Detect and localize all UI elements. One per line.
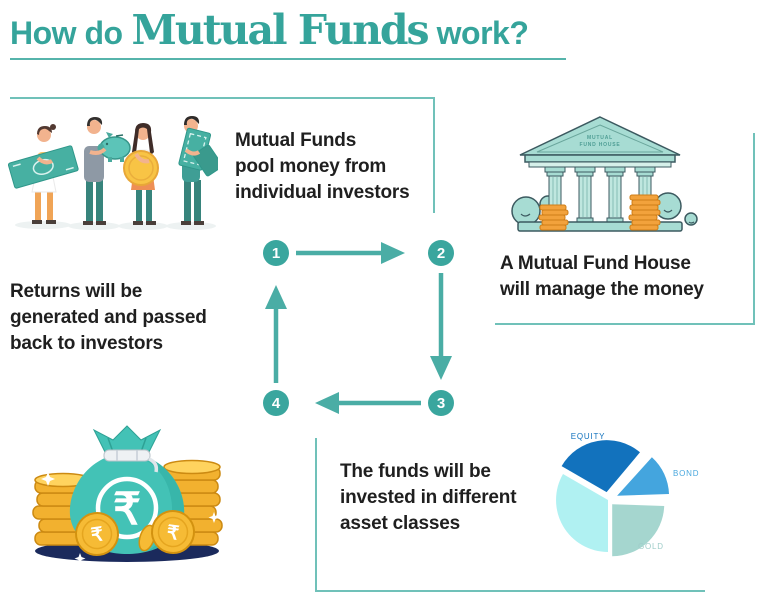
step3-outline-box [315,438,705,592]
arrow-right-icon [296,242,405,264]
svg-text:3: 3 [437,395,445,412]
rupee-icon: ₹ [113,485,141,534]
step1-text: Mutual Funds pool money from individual … [235,130,410,203]
pie-slice-bond [617,457,669,496]
arrow-left-icon [315,392,421,414]
step1-badge: 1 [263,240,289,266]
cycle-diagram: 1 2 3 4 [263,240,454,416]
pie-slice-other [556,474,608,552]
svg-text:4: 4 [272,395,281,412]
pie-label-bond: BOND [673,469,699,478]
title-prefix: How do [10,15,123,51]
front-coin-left-icon: ₹ [75,512,119,556]
step4-badge: 4 [263,390,289,416]
sparkle-icons [41,472,220,564]
pie-label-equity: EQUITY [571,432,606,441]
step4-text: Returns will be generated and passed bac… [10,281,207,354]
coin-stacks-icon [538,194,661,231]
rupee-icon: ₹ [165,522,180,544]
fund-house-illustration: MUTUAL FUND HOUSE [511,116,698,232]
step2-outline-box [495,133,755,325]
step1-outline-box [10,97,435,213]
fund-house-sign-line2: FUND HOUSE [579,142,620,148]
arrow-down-icon [430,273,452,380]
investors-illustration [8,116,218,230]
investor-woman-banknote [8,124,79,224]
piggy-bank-icon [97,132,131,162]
title-underline [10,58,566,60]
investor-man-piggybank [83,117,131,225]
pie-slice-equity [561,440,640,493]
investor-woman-coin [123,123,159,225]
page-title: How do Mutual Funds work? [10,6,529,54]
title-emphasis: Mutual Funds [131,6,430,54]
arrow-up-icon [265,285,287,383]
svg-text:1: 1 [272,245,280,262]
step3-badge: 3 [428,390,454,416]
pie-label-gold: GOLD [638,542,664,551]
asset-pie-chart: EQUITY BOND GOLD [556,432,699,557]
front-coin-right-icon: ₹ [151,510,195,554]
rupee-icon: ₹ [90,524,105,546]
pie-slice-gold [612,504,665,557]
step2-badge: 2 [428,240,454,266]
money-bag-illustration: ₹ ₹ ₹ [32,425,223,564]
svg-text:2: 2 [437,245,445,262]
step2-text: A Mutual Fund House will manage the mone… [500,253,704,300]
fund-house-sign-line1: MUTUAL [587,135,613,141]
step3-text: The funds will be invested in different … [340,461,517,534]
title-suffix: work? [436,15,529,51]
investor-man-banknote [178,116,218,225]
